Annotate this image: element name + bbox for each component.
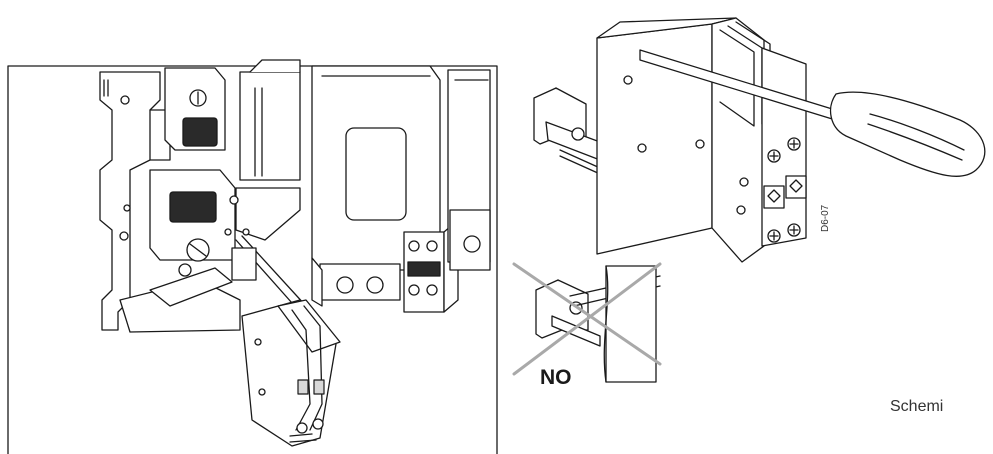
right-upper-illustration: D6-07 (533, 17, 986, 263)
lower-toggle (149, 169, 301, 262)
panel-frame (7, 65, 498, 454)
plunger-bracket (533, 87, 601, 175)
auxiliary-block (596, 17, 771, 263)
breaker-chassis (99, 71, 241, 333)
drawing-code: D6-07 (820, 204, 831, 232)
auxiliary-contact (241, 299, 341, 447)
linkage (149, 235, 307, 313)
no-label: NO (540, 366, 572, 389)
screwdriver-icon (639, 49, 986, 177)
caption-text: Schemi (890, 398, 943, 415)
side-terminals (761, 47, 807, 247)
wrong-example: NO (512, 262, 662, 389)
cover-module (311, 65, 441, 307)
upper-toggle (164, 59, 301, 181)
cross-mark (512, 262, 662, 376)
adjacent-module (447, 69, 491, 271)
left-panel (7, 59, 498, 454)
